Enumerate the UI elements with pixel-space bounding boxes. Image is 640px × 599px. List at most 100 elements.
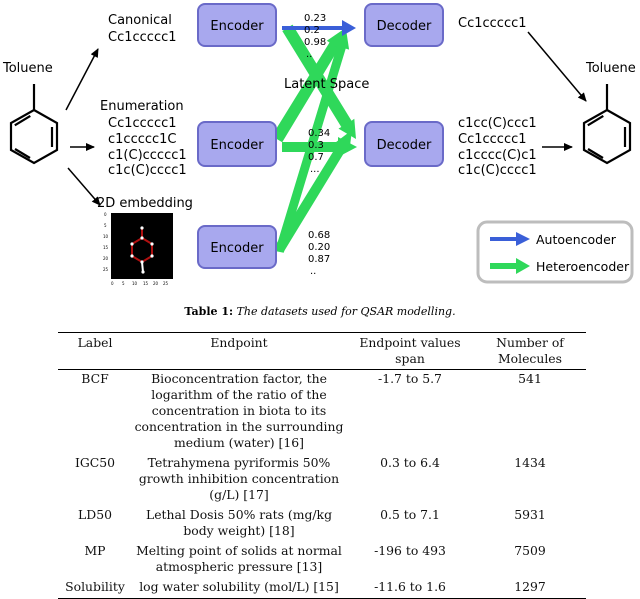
latent-space-label: Latent Space: [284, 77, 369, 92]
legend-blue-arrow-icon: [490, 232, 530, 246]
arrow-to-embedding: [67, 167, 101, 206]
table-cell: 1434: [514, 455, 546, 470]
decoder-box: Decoder: [364, 3, 444, 47]
latent-value: ...: [310, 164, 320, 175]
table-cell: -1.7 to 5.7: [378, 371, 442, 386]
decoded-canonical-smiles: Cc1ccccc1: [458, 16, 527, 31]
latent-value: 0.68: [308, 230, 330, 241]
embedding-x-tick: 5: [122, 281, 125, 286]
table-cell: LD50: [78, 507, 112, 522]
table-cell: Tetrahymena pyriformis 50% growth inhibi…: [138, 455, 340, 502]
latent-value: 0.7: [308, 152, 324, 163]
enumeration-smiles: c1ccccc1C: [108, 132, 177, 147]
caption-label: Table 1:: [184, 305, 234, 318]
table-header-row: Label Endpoint Endpoint values span Numb…: [58, 332, 586, 370]
latent-value: 0.34: [308, 128, 330, 139]
encoder-box: Encoder: [197, 225, 277, 269]
table-cell: Lethal Dosis 50% rats (mg/kg body weight…: [145, 507, 333, 538]
decoder-label: Decoder: [377, 19, 432, 34]
encoder-label: Encoder: [210, 241, 264, 256]
embedding-x-tick: 25: [163, 281, 169, 286]
embedding-x-tick: 10: [132, 281, 138, 286]
latent-value: 0.98: [304, 37, 326, 48]
table-row: Solubility log water solubility (mol/L) …: [58, 578, 586, 599]
table-cell: MP: [84, 543, 106, 558]
latent-value: ..: [306, 49, 312, 60]
decoder-label: Decoder: [377, 138, 432, 153]
column-header: Endpoint values span: [359, 335, 461, 366]
embedding-y-tick: 15: [103, 245, 109, 250]
decoded-smiles: c1c(C)cccc1: [458, 163, 537, 178]
toluene-output-structure: [582, 84, 632, 165]
embedding-y-tick: 25: [103, 267, 109, 272]
enumeration-title: Enumeration: [100, 99, 184, 114]
table-row: MP Melting point of solids at normal atm…: [58, 542, 586, 578]
enumeration-smiles: Cc1ccccc1: [108, 116, 177, 131]
table-cell: Melting point of solids at normal atmosp…: [136, 543, 342, 574]
table-cell: 0.3 to 6.4: [380, 455, 440, 470]
enumeration-smiles: c1(C)ccccc1: [108, 148, 187, 163]
table-cell: 541: [518, 371, 542, 386]
arrow-to-canonical: [65, 48, 99, 111]
legend-green-arrow-icon: [490, 258, 530, 274]
table-cell: Solubility: [65, 579, 125, 594]
column-header: Number of Molecules: [496, 335, 564, 366]
table-cell: 7509: [514, 543, 546, 558]
embedding-x-tick: 15: [143, 281, 149, 286]
embedding-x-tick: 0: [111, 281, 114, 286]
embedding-y-tick: 20: [103, 256, 109, 261]
latent-value: 0.87: [308, 254, 330, 265]
encoder-label: Encoder: [210, 19, 264, 34]
input-molecule-label: Toluene: [2, 61, 53, 76]
heteroencoder-arrows: [271, 24, 357, 253]
embedding-y-tick: 10: [103, 234, 109, 239]
latent-value: 0.3: [308, 140, 324, 151]
encoder-decoder-figure: Toluene Canonical Cc1ccccc1 Enumeration …: [2, 3, 636, 286]
enumeration-smiles: c1c(C)cccc1: [108, 163, 187, 178]
embedding-x-tick: 20: [153, 281, 159, 286]
encoder-label: Encoder: [210, 138, 264, 153]
output-molecule-label: Toluene: [585, 61, 636, 76]
table-cell: 5931: [514, 507, 546, 522]
table-cell: log water solubility (mol/L) [15]: [139, 579, 339, 594]
table-caption: Table 1: The datasets used for QSAR mode…: [0, 305, 640, 318]
latent-value: 0.2: [304, 25, 320, 36]
arrow-canonical-to-output: [527, 31, 587, 102]
encoder-box: Encoder: [197, 121, 277, 167]
canonical-title: Canonical: [108, 13, 172, 28]
legend-autoencoder-label: Autoencoder: [536, 232, 617, 247]
encoder-box: Encoder: [197, 3, 277, 47]
legend-heteroencoder-label: Heteroencoder: [536, 259, 630, 274]
green-arrow: [275, 29, 350, 253]
table-cell: IGC50: [74, 455, 116, 470]
decoder-box: Decoder: [364, 121, 444, 167]
decoded-smiles: Cc1ccccc1: [458, 132, 527, 147]
latent-value: 0.20: [308, 242, 330, 253]
table-cell: Bioconcentration factor, the logarithm o…: [134, 371, 344, 450]
latent-value: 0.23: [304, 13, 326, 24]
toluene-input-structure: [9, 84, 59, 165]
table-cell: -11.6 to 1.6: [374, 579, 446, 594]
embedding-image: 0 5 10 15 20 25 0 5 10 15 20 25: [103, 212, 173, 286]
table-row: BCF Bioconcentration factor, the logarit…: [58, 370, 586, 455]
green-arrow: [271, 29, 344, 143]
decoded-smiles: c1cc(C)ccc1: [458, 116, 537, 131]
embedding-y-tick: 0: [104, 212, 107, 217]
column-header: Endpoint: [210, 335, 268, 350]
caption-text: The datasets used for QSAR modelling.: [236, 305, 456, 318]
table-cell: 0.5 to 7.1: [380, 507, 440, 522]
table-row: IGC50 Tetrahymena pyriformis 50% growth …: [58, 454, 586, 506]
embedding-y-tick: 5: [104, 223, 107, 228]
green-arrow: [282, 24, 356, 140]
legend: Autoencoder Heteroencoder: [476, 220, 634, 284]
qsar-datasets-table: Label Endpoint Endpoint values span Numb…: [58, 332, 586, 599]
table-cell: -196 to 493: [374, 543, 446, 558]
decoded-smiles: c1cccc(C)c1: [458, 148, 537, 163]
green-arrow: [274, 130, 352, 253]
column-header: Label: [77, 335, 113, 350]
embedding-title: 2D embedding: [97, 196, 193, 211]
table-cell: BCF: [81, 371, 109, 386]
canonical-smiles: Cc1ccccc1: [108, 30, 177, 45]
autoencoder-arrow: [282, 20, 356, 36]
table-row: LD50 Lethal Dosis 50% rats (mg/kg body w…: [58, 506, 586, 542]
